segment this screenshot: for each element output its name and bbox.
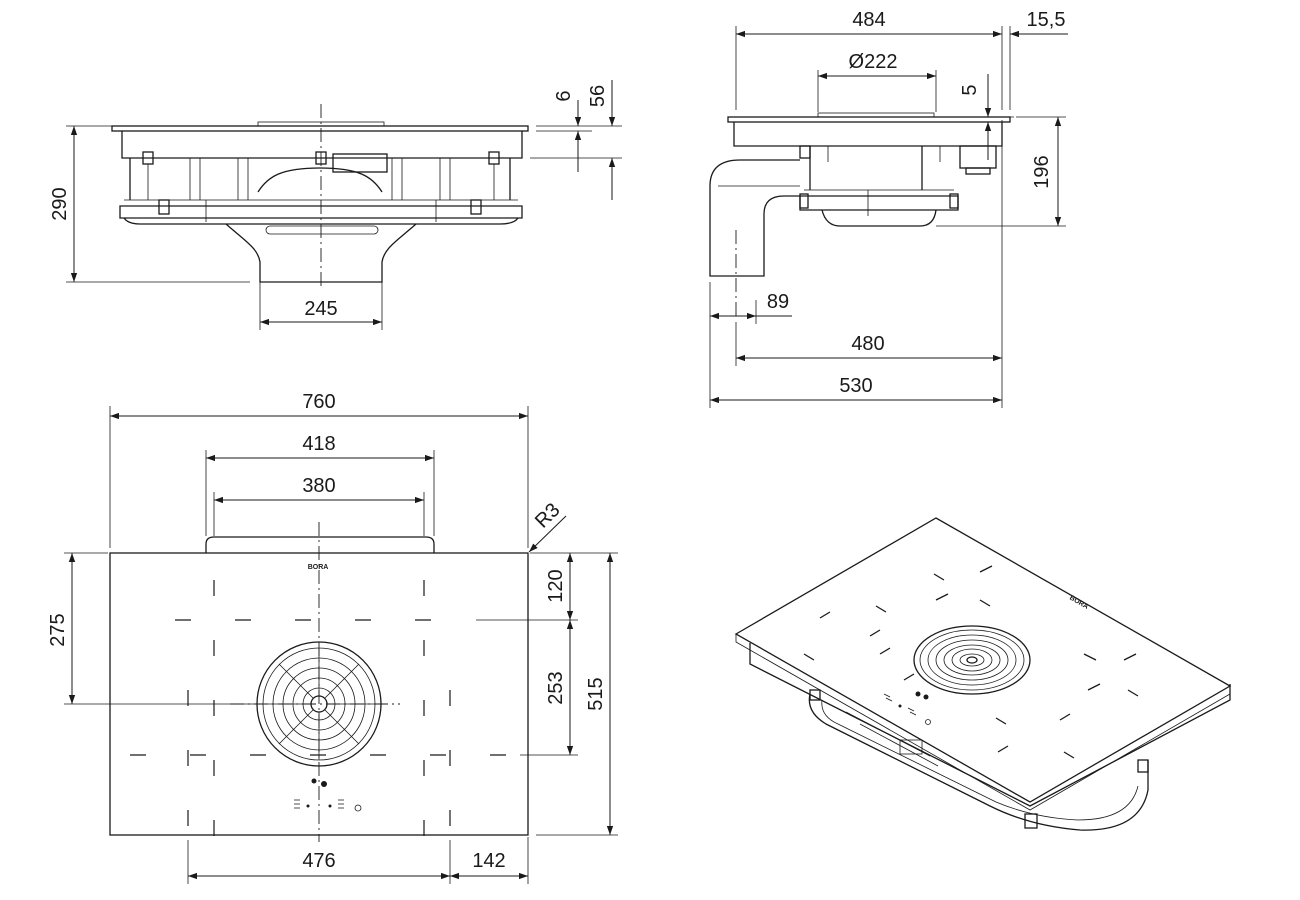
iso-glass-edge xyxy=(735,634,1231,811)
front-fan-dome xyxy=(257,167,383,193)
iso-clip-front xyxy=(1024,813,1038,829)
dim-label-253: 253 xyxy=(545,671,567,704)
iso-glass-top xyxy=(734,517,1232,803)
front-view: 290 6 56 245 xyxy=(49,80,622,330)
dim-label-56: 56 xyxy=(587,85,609,107)
side-motor-foot xyxy=(965,167,991,175)
dim-label-290: 290 xyxy=(49,187,71,220)
isometric-view: BORA xyxy=(734,517,1232,831)
front-clip-rods xyxy=(147,164,495,200)
side-view: 484 15,5 Ø222 5 196 89 480 530 xyxy=(709,9,1068,408)
dim-label-380: 380 xyxy=(302,475,335,497)
dim-label-222: Ø222 xyxy=(849,51,898,73)
front-tray-bottom xyxy=(123,217,519,225)
side-frame xyxy=(733,122,1003,147)
dim-label-245: 245 xyxy=(304,298,337,320)
dim-label-89: 89 xyxy=(767,291,789,313)
front-outlet-ring xyxy=(265,225,379,235)
dim-label-515: 515 xyxy=(585,677,607,710)
dim-label-120: 120 xyxy=(545,569,567,602)
dim-line-r3 xyxy=(528,515,567,553)
dim-label-142: 142 xyxy=(472,850,505,872)
iso-clip-left xyxy=(809,689,821,701)
iso-zone-marks xyxy=(803,565,1139,759)
dim-label-6: 6 xyxy=(553,90,575,101)
side-housing-ticks xyxy=(827,146,941,162)
iso-clip-right xyxy=(1137,759,1149,773)
front-frame xyxy=(121,131,523,159)
dim-label-484: 484 xyxy=(852,9,885,31)
dim-label-476: 476 xyxy=(302,850,335,872)
dim-label-196: 196 xyxy=(1031,155,1053,188)
side-duct-elbow xyxy=(709,159,800,277)
dim-label-418: 418 xyxy=(302,433,335,455)
front-housing-ribs xyxy=(189,158,451,200)
side-motor-block xyxy=(959,145,997,169)
dim-label-480: 480 xyxy=(851,333,884,355)
top-view: BORA xyxy=(47,391,618,884)
iso-tray-slats xyxy=(845,711,939,767)
control-panel xyxy=(294,778,362,812)
side-clip-left xyxy=(799,145,811,159)
side-tray xyxy=(799,195,959,211)
side-housing xyxy=(809,146,923,190)
iso-motor xyxy=(899,739,923,755)
front-motor-box xyxy=(332,153,388,173)
dim-label-155: 15,5 xyxy=(1027,9,1066,31)
iso-controls xyxy=(883,691,931,725)
dim-label-5: 5 xyxy=(959,84,981,95)
front-tray-clip-right xyxy=(470,199,482,215)
side-extractor-cover xyxy=(817,112,935,118)
dim-label-275: 275 xyxy=(47,613,69,646)
front-housing-sides xyxy=(129,158,511,200)
iso-frame-edge xyxy=(749,643,1231,807)
front-glass-plate xyxy=(111,125,529,132)
front-tray-clip-left xyxy=(158,199,170,215)
side-glass-plate xyxy=(727,116,1011,123)
dim-label-530: 530 xyxy=(839,375,872,397)
iso-extractor xyxy=(913,625,1031,695)
dim-label-r3: R3 xyxy=(531,499,565,533)
iso-brand-logo: BORA xyxy=(1068,595,1089,611)
side-tray-clip-right xyxy=(949,193,959,209)
brand-logo: BORA xyxy=(308,564,329,571)
iso-tray-outline xyxy=(808,693,1149,831)
front-tray xyxy=(119,205,523,219)
side-tray-bottom xyxy=(821,209,937,227)
dim-label-760: 760 xyxy=(302,391,335,413)
side-tray-lines xyxy=(804,189,954,216)
side-tray-clip-left xyxy=(799,193,809,209)
top-notch xyxy=(205,536,435,553)
